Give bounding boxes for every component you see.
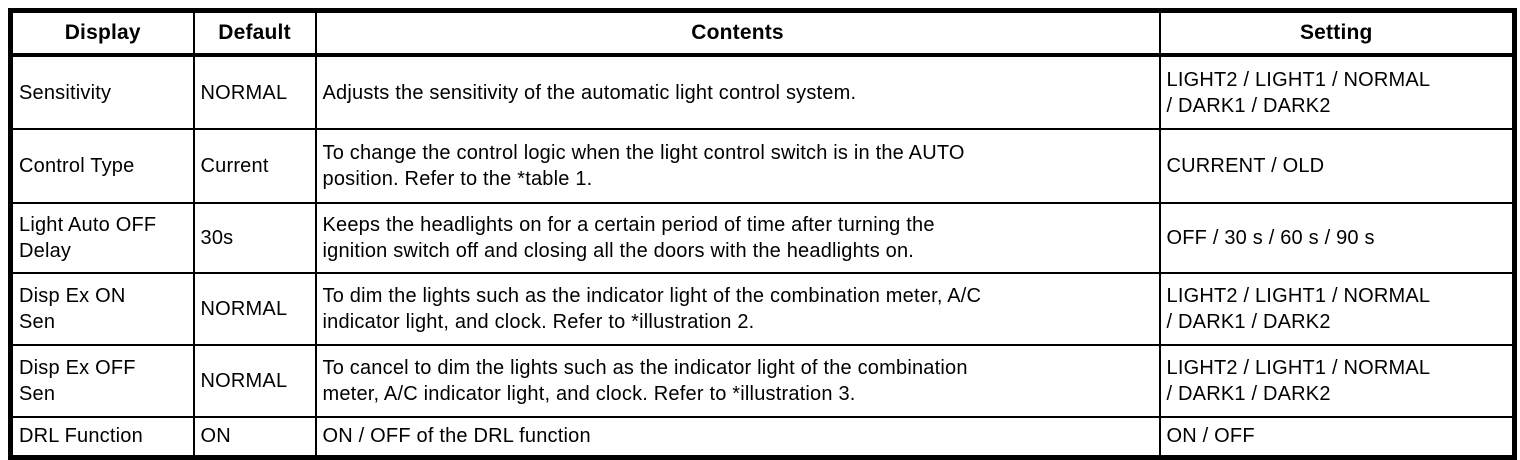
cell-default: ON — [192, 416, 317, 458]
cell-display: Disp Ex OFF Sen — [9, 344, 195, 418]
cell-display: DRL Function — [9, 416, 195, 458]
cell-contents: Adjusts the sensitivity of the automatic… — [314, 54, 1161, 130]
cell-contents: To dim the lights such as the indicator … — [314, 272, 1161, 346]
header-row: Display Default Contents Setting — [9, 9, 1516, 57]
table-row: Light Auto OFF Delay 30s Keeps the headl… — [9, 202, 1516, 274]
col-header-contents: Contents — [314, 9, 1161, 57]
table-row: DRL Function ON ON / OFF of the DRL func… — [9, 416, 1516, 458]
cell-setting: LIGHT2 / LIGHT1 / NORMAL / DARK1 / DARK2 — [1158, 54, 1516, 130]
cell-contents: Keeps the headlights on for a certain pe… — [314, 202, 1161, 274]
cell-contents: To change the control logic when the lig… — [314, 128, 1161, 204]
cell-setting: LIGHT2 / LIGHT1 / NORMAL / DARK1 / DARK2 — [1158, 344, 1516, 418]
cell-display: Disp Ex ON Sen — [9, 272, 195, 346]
table-row: Disp Ex ON Sen NORMAL To dim the lights … — [9, 272, 1516, 346]
cell-display: Sensitivity — [9, 54, 195, 130]
table-row: Disp Ex OFF Sen NORMAL To cancel to dim … — [9, 344, 1516, 418]
table-header: Display Default Contents Setting — [9, 9, 1516, 57]
cell-contents: ON / OFF of the DRL function — [314, 416, 1161, 458]
table-body: Sensitivity NORMAL Adjusts the sensitivi… — [9, 54, 1516, 458]
cell-default: Current — [192, 128, 317, 204]
cell-default: NORMAL — [192, 272, 317, 346]
table-row: Control Type Current To change the contr… — [9, 128, 1516, 204]
col-header-display: Display — [9, 9, 195, 57]
cell-default: 30s — [192, 202, 317, 274]
cell-setting: LIGHT2 / LIGHT1 / NORMAL / DARK1 / DARK2 — [1158, 272, 1516, 346]
light-settings-table: Display Default Contents Setting Sensiti… — [8, 8, 1517, 460]
cell-display: Control Type — [9, 128, 195, 204]
cell-setting: OFF / 30 s / 60 s / 90 s — [1158, 202, 1516, 274]
cell-default: NORMAL — [192, 54, 317, 130]
cell-contents: To cancel to dim the lights such as the … — [314, 344, 1161, 418]
cell-default: NORMAL — [192, 344, 317, 418]
cell-display: Light Auto OFF Delay — [9, 202, 195, 274]
col-header-setting: Setting — [1158, 9, 1516, 57]
col-header-default: Default — [192, 9, 317, 57]
cell-setting: CURRENT / OLD — [1158, 128, 1516, 204]
table-row: Sensitivity NORMAL Adjusts the sensitivi… — [9, 54, 1516, 130]
cell-setting: ON / OFF — [1158, 416, 1516, 458]
